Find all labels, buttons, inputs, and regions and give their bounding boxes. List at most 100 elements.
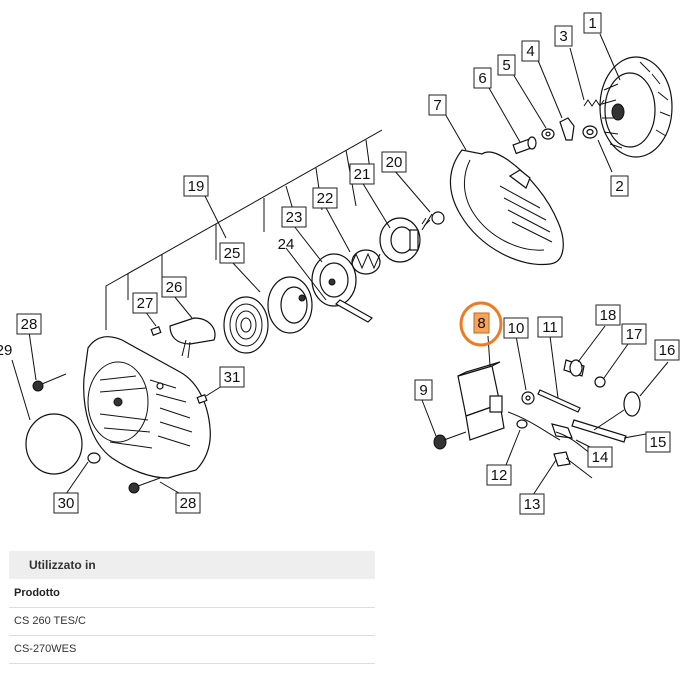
callout-label[interactable]: 9 <box>414 379 433 401</box>
svg-text:10: 10 <box>508 320 525 337</box>
callout-label[interactable]: 10 <box>503 317 529 339</box>
part-pulley-21 <box>379 217 421 263</box>
callout-label[interactable]: 31 <box>219 366 245 388</box>
svg-text:12: 12 <box>491 467 508 484</box>
callout-label[interactable]: 12 <box>486 464 512 486</box>
callout-label[interactable]: 27 <box>132 292 158 314</box>
part-starter-cover <box>83 336 211 479</box>
part-washer-10 <box>521 391 535 405</box>
part-spark-plug-18 <box>563 359 585 377</box>
callout-label[interactable]: 6 <box>473 67 492 89</box>
callout-label[interactable]: 1 <box>583 12 602 34</box>
svg-text:17: 17 <box>626 326 643 343</box>
part-ignition-coil <box>457 361 505 441</box>
used-in-table: Utilizzato in Prodotto CS 260 TES/C CS-2… <box>9 551 375 664</box>
svg-text:28: 28 <box>180 495 197 512</box>
svg-text:29: 29 <box>0 342 12 359</box>
part-pawl-4 <box>559 117 575 141</box>
part-rope-24 <box>335 299 373 323</box>
part-wire-12 <box>507 411 561 441</box>
callout-label[interactable]: 25 <box>219 242 245 264</box>
part-insert-27 <box>150 326 162 336</box>
callout-label[interactable]: 2 <box>610 175 629 197</box>
part-reel-23 <box>311 253 357 307</box>
svg-text:8: 8 <box>477 315 485 332</box>
part-screw-28-lower <box>128 477 161 494</box>
callout-label[interactable]: 30 <box>53 492 79 514</box>
callout-label[interactable]: 21 <box>349 163 375 185</box>
used-in-header: Utilizzato in <box>9 551 375 579</box>
svg-text:24: 24 <box>278 236 295 253</box>
svg-text:23: 23 <box>286 209 303 226</box>
callout-label[interactable]: 19 <box>183 175 209 197</box>
svg-text:16: 16 <box>659 342 676 359</box>
callout-label[interactable]: 4 <box>521 40 540 62</box>
part-lead-15 <box>571 419 627 443</box>
part-disc-29 <box>25 413 83 475</box>
part-screw-20 <box>421 211 445 231</box>
part-spring-3 <box>583 99 605 107</box>
svg-text:22: 22 <box>317 190 334 207</box>
part-clip-13 <box>553 451 593 479</box>
svg-text:14: 14 <box>592 449 609 466</box>
svg-text:30: 30 <box>58 495 75 512</box>
leader-lines <box>11 33 669 497</box>
part-nut-17 <box>594 376 606 388</box>
callout-label[interactable]: 18 <box>595 304 621 326</box>
svg-text:6: 6 <box>478 70 486 87</box>
callout-label[interactable]: 28 <box>16 313 42 335</box>
callout-label[interactable]: 15 <box>645 431 671 453</box>
part-washer-5 <box>541 128 555 140</box>
callout-label[interactable]: 7 <box>428 94 447 116</box>
callout-label[interactable]: 17 <box>621 323 647 345</box>
svg-text:21: 21 <box>354 166 371 183</box>
callout-label[interactable]: 11 <box>537 316 563 338</box>
product-row[interactable]: CS-270WES <box>9 636 375 664</box>
part-nut-2 <box>582 125 598 139</box>
callout-label[interactable]: 5 <box>497 54 516 76</box>
callout-label-highlighted[interactable]: 8 <box>459 301 503 347</box>
part-screw-28-upper <box>32 373 67 392</box>
callout-label[interactable]: 14 <box>587 446 613 468</box>
part-recoil-spring <box>223 296 269 354</box>
part-insert-31 <box>196 394 208 404</box>
part-flywheel <box>599 56 673 158</box>
svg-text:7: 7 <box>433 97 441 114</box>
svg-text:27: 27 <box>137 295 154 312</box>
callout-label[interactable]: 24 <box>274 234 298 254</box>
exploded-parts-diagram: 1 2 3 4 5 6 7 8 9 10 11 12 13 14 15 16 1… <box>0 12 680 515</box>
svg-text:4: 4 <box>526 43 534 60</box>
callout-label[interactable]: 20 <box>381 151 407 173</box>
svg-text:11: 11 <box>542 319 558 336</box>
product-row[interactable]: CS 260 TES/C <box>9 608 375 636</box>
svg-text:26: 26 <box>166 279 183 296</box>
svg-text:3: 3 <box>559 28 567 45</box>
callout-label[interactable]: 22 <box>312 187 338 209</box>
part-cap-30 <box>87 452 101 464</box>
part-fan-housing <box>449 149 564 266</box>
part-spring-cover-25 <box>267 276 313 334</box>
part-handle-26 <box>169 317 216 359</box>
svg-text:28: 28 <box>21 316 38 333</box>
callout-label[interactable]: 3 <box>554 25 573 47</box>
part-bolt-9 <box>433 431 467 450</box>
highlight-ring <box>459 301 503 347</box>
callout-label[interactable]: 26 <box>161 276 187 298</box>
svg-text:2: 2 <box>615 178 623 195</box>
svg-text:13: 13 <box>524 496 541 513</box>
svg-text:18: 18 <box>600 307 617 324</box>
callout-label[interactable]: 13 <box>519 493 545 515</box>
svg-text:31: 31 <box>224 369 241 386</box>
svg-text:25: 25 <box>224 245 241 262</box>
svg-text:19: 19 <box>188 178 205 195</box>
callout-label[interactable]: 16 <box>654 339 680 361</box>
callout-label[interactable]: 23 <box>281 206 307 228</box>
svg-text:20: 20 <box>386 154 403 171</box>
part-spring-22 <box>349 249 381 275</box>
part-rod-11 <box>537 389 581 413</box>
callout-label[interactable]: 28 <box>175 492 201 514</box>
svg-text:9: 9 <box>419 382 427 399</box>
svg-text:15: 15 <box>650 434 667 451</box>
part-screw-6 <box>512 136 537 155</box>
callout-label[interactable]: 29 <box>0 340 16 360</box>
